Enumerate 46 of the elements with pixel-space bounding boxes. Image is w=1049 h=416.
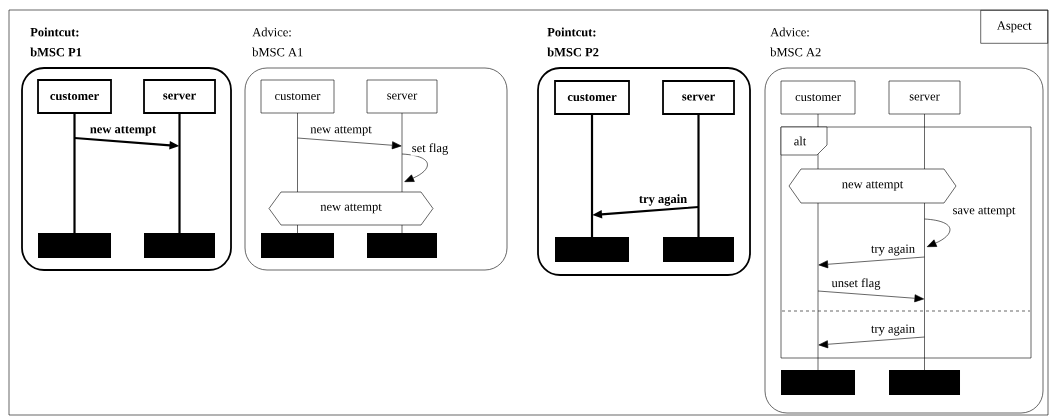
message-label: try again — [869, 243, 917, 257]
panel-heading: bMSC P2 — [547, 47, 599, 57]
end-bar — [555, 237, 629, 262]
message-label: new attempt — [309, 125, 373, 137]
frame-tab: Aspect — [980, 10, 1048, 44]
instance-box: customer — [554, 80, 630, 115]
panel-heading: bMSC A1 — [252, 47, 303, 57]
end-bar — [38, 233, 111, 258]
instance-box: customer — [780, 80, 856, 115]
panel-heading: Pointcut: — [30, 27, 79, 37]
panel-heading: Advice: — [252, 27, 291, 37]
message-label: unset flag — [830, 277, 882, 291]
instance-box: server — [888, 80, 961, 115]
message-label: set flag — [410, 142, 450, 156]
lifeline — [697, 114, 700, 237]
message-label: save attempt — [951, 206, 1017, 218]
end-bar — [261, 233, 334, 258]
message-arrow — [818, 256, 925, 269]
message-arrow — [297, 137, 402, 150]
lifeline — [178, 113, 181, 233]
end-bar — [663, 237, 734, 262]
self-message-arrow — [401, 153, 428, 182]
message-arrow — [818, 336, 925, 349]
message-label: try again — [637, 193, 689, 207]
end-bar — [367, 233, 437, 258]
instance-box: server — [366, 79, 438, 114]
message-label: try again — [869, 323, 917, 337]
end-bar — [889, 370, 960, 395]
message-label: new attempt — [88, 125, 158, 137]
lifeline — [73, 113, 76, 233]
fragment-tab: alt — [780, 126, 828, 156]
lifeline — [590, 114, 594, 237]
panel-heading: Pointcut: — [547, 27, 596, 37]
instance-box: customer — [37, 79, 112, 114]
self-message-arrow — [924, 218, 951, 247]
message-arrow — [817, 290, 924, 303]
instance-box: server — [143, 79, 216, 114]
condition-hexagon: new attempt — [788, 168, 957, 204]
end-bar — [144, 233, 215, 258]
panel-heading: bMSC A2 — [770, 47, 821, 57]
instance-box: customer — [260, 79, 335, 114]
end-bar — [781, 370, 855, 395]
panel-heading: Advice: — [770, 27, 809, 37]
condition-hexagon: new attempt — [268, 191, 434, 226]
instance-box: server — [662, 80, 735, 115]
panel-heading: bMSC P1 — [30, 47, 82, 57]
